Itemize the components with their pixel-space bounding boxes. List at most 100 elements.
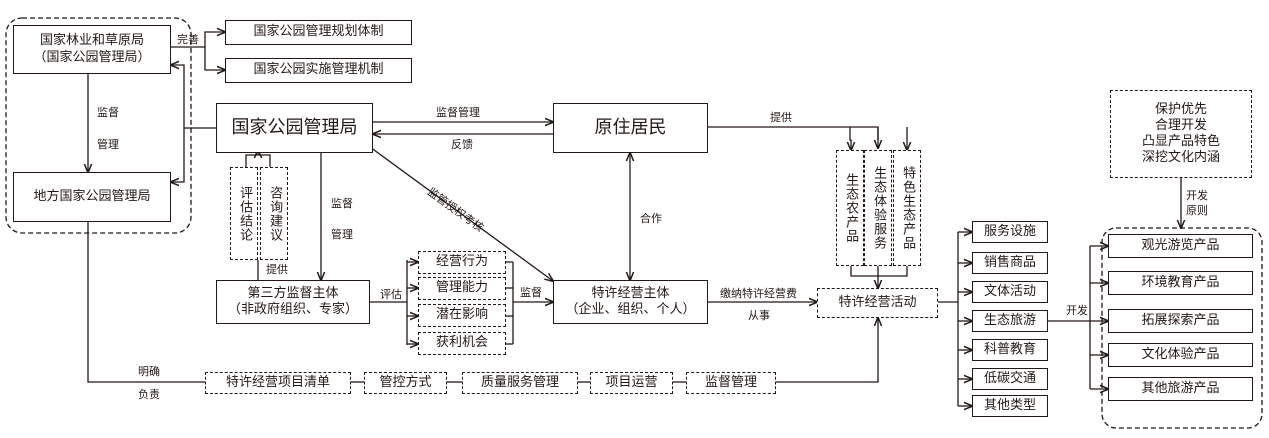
- forestry-bureau-box: 国家林业和草原局 （国家公园管理局）: [13, 25, 171, 74]
- bottom-item-box: 项目运营: [590, 372, 673, 394]
- plan-system-box: 国家公园管理规划体制: [225, 20, 412, 45]
- bottom-item-label: 项目运营: [605, 374, 658, 390]
- activity-type-label: 文体活动: [983, 283, 1036, 299]
- perfect-label: 完善: [177, 33, 199, 46]
- tour-product-box: 其他旅游产品: [1108, 377, 1253, 401]
- tour-product-label: 拓展探索产品: [1141, 312, 1220, 328]
- impl-mechanism-box: 国家公园实施管理机制: [225, 58, 412, 83]
- eval-conclusion-label: 评估结论: [237, 185, 253, 242]
- activity-type-label: 其他类型: [983, 397, 1036, 413]
- activity-type-box: 服务设施: [972, 221, 1048, 243]
- concession-activity-box: 特许经营活动: [817, 288, 938, 318]
- tour-product-box: 文化体验产品: [1108, 343, 1253, 367]
- eval-item-label: 管理能力: [435, 280, 488, 296]
- tour-product-label: 其他旅游产品: [1141, 380, 1220, 396]
- provide-label: 提供: [770, 111, 792, 124]
- forestry-bureau-name: 国家林业和草原局: [39, 33, 144, 49]
- supervise-label: 监督: [97, 106, 119, 119]
- third-party-detail: （非政府组织、专家）: [227, 302, 358, 317]
- concession-subject-box: 特许经营主体 （企业、组织、个人）: [553, 280, 708, 324]
- activity-type-box: 销售商品: [972, 252, 1048, 274]
- local-park-admin-label: 地方国家公园管理局: [33, 188, 151, 204]
- eval-item-box: 经营行为: [418, 251, 506, 274]
- eval-item-box: 管理能力: [418, 277, 506, 300]
- bottom-item-label: 监督管理: [704, 374, 757, 390]
- consult-advice-box: 咨询建议: [260, 167, 288, 260]
- clarify-label: 明确: [138, 365, 160, 378]
- eval-item-label: 潜在影响: [435, 307, 488, 323]
- supervise-label: 监督: [331, 197, 353, 210]
- feedback-label: 反馈: [451, 138, 473, 151]
- supervise-label: 监督: [520, 286, 542, 299]
- bottom-item-box: 管控方式: [364, 372, 447, 394]
- national-park-admin-label: 国家公园管理局: [231, 116, 358, 138]
- third-party-name: 第三方监督主体: [247, 285, 339, 301]
- bottom-item-box: 质量服务管理: [462, 372, 578, 394]
- tour-product-label: 环境教育产品: [1141, 274, 1220, 290]
- activity-type-box: 其他类型: [972, 395, 1048, 417]
- provide-label: 提供: [266, 263, 288, 276]
- eval-conclusion-box: 评估结论: [230, 167, 258, 260]
- manage-label: 管理: [97, 138, 119, 151]
- eval-item-box: 潜在影响: [418, 304, 506, 327]
- principle-label: 凸显产品特色: [1141, 134, 1220, 149]
- activity-type-box: 科普教育: [972, 339, 1048, 361]
- evaluate-label: 评估: [380, 288, 402, 301]
- develop-label: 开发: [1066, 304, 1088, 317]
- resident-product-label: 生态体验服务: [871, 166, 887, 250]
- impl-mechanism-label: 国家公园实施管理机制: [253, 62, 384, 78]
- principle-label: 保护优先: [1154, 101, 1207, 117]
- eval-item-label: 经营行为: [435, 254, 488, 270]
- tour-product-box: 拓展探索产品: [1108, 309, 1253, 333]
- cooperate-label: 合作: [640, 212, 662, 225]
- eval-item-label: 获利机会: [435, 335, 488, 351]
- residents-box: 原住居民: [553, 103, 708, 153]
- activity-type-box: 生态旅游: [972, 310, 1048, 332]
- manage-label: 管理: [331, 228, 353, 241]
- activity-type-box: 文体活动: [972, 281, 1048, 303]
- engage-label: 从事: [748, 309, 770, 322]
- bottom-item-label: 特许经营项目清单: [225, 374, 330, 390]
- tour-product-label: 观光游览产品: [1141, 237, 1220, 253]
- activity-type-label: 低碳交通: [983, 370, 1036, 386]
- left-admin-group: [5, 17, 192, 234]
- bottom-item-label: 管控方式: [379, 374, 432, 390]
- residents-label: 原住居民: [594, 116, 667, 138]
- bottom-item-box: 特许经营项目清单: [205, 372, 351, 394]
- activity-type-label: 销售商品: [983, 254, 1036, 270]
- bottom-item-label: 质量服务管理: [480, 374, 559, 390]
- forestry-bureau-alias: （国家公园管理局）: [33, 49, 151, 65]
- tour-product-box: 环境教育产品: [1108, 271, 1253, 295]
- dev-principle-label: 开发: [1186, 189, 1208, 202]
- plan-system-label: 国家公园管理规划体制: [253, 24, 384, 40]
- activity-type-label: 服务设施: [983, 223, 1036, 239]
- responsible-label: 负责: [138, 388, 160, 401]
- activity-type-label: 科普教育: [983, 341, 1036, 357]
- eval-item-box: 获利机会: [418, 332, 506, 355]
- resident-product-box: 生态体验服务: [864, 150, 892, 266]
- dev-principle-label: 原则: [1186, 204, 1208, 217]
- principle-label: 深挖文化内涵: [1141, 150, 1220, 166]
- tour-product-label: 文化体验产品: [1141, 346, 1220, 362]
- consult-advice-label: 咨询建议: [267, 185, 283, 242]
- national-park-admin-box: 国家公园管理局: [216, 103, 373, 153]
- activity-type-label: 生态旅游: [983, 312, 1036, 328]
- principles-box: 保护优先 合理开发 凸显产品特色 深挖文化内涵: [1110, 90, 1252, 178]
- third-party-box: 第三方监督主体 （非政府组织、专家）: [216, 280, 370, 324]
- pay-fee-label: 缴纳特许经营费: [720, 287, 797, 300]
- activity-type-box: 低碳交通: [972, 368, 1048, 390]
- concession-subject-name: 特许经营主体: [591, 285, 670, 301]
- resident-product-box: 特色生态产品: [893, 150, 921, 266]
- supervise-manage-label: 监督管理: [436, 106, 480, 119]
- local-park-admin-box: 地方国家公园管理局: [13, 172, 171, 222]
- tour-product-box: 观光游览产品: [1108, 234, 1253, 258]
- concession-subject-detail: （企业、组织、个人）: [565, 302, 696, 317]
- resident-product-label: 特色生态产品: [900, 166, 916, 250]
- resident-product-box: 生态农产品: [836, 150, 864, 266]
- bottom-item-box: 监督管理: [686, 372, 776, 394]
- concession-activity-label: 特许经营活动: [838, 294, 917, 310]
- principle-label: 合理开发: [1154, 117, 1207, 133]
- resident-product-label: 生态农产品: [843, 173, 859, 243]
